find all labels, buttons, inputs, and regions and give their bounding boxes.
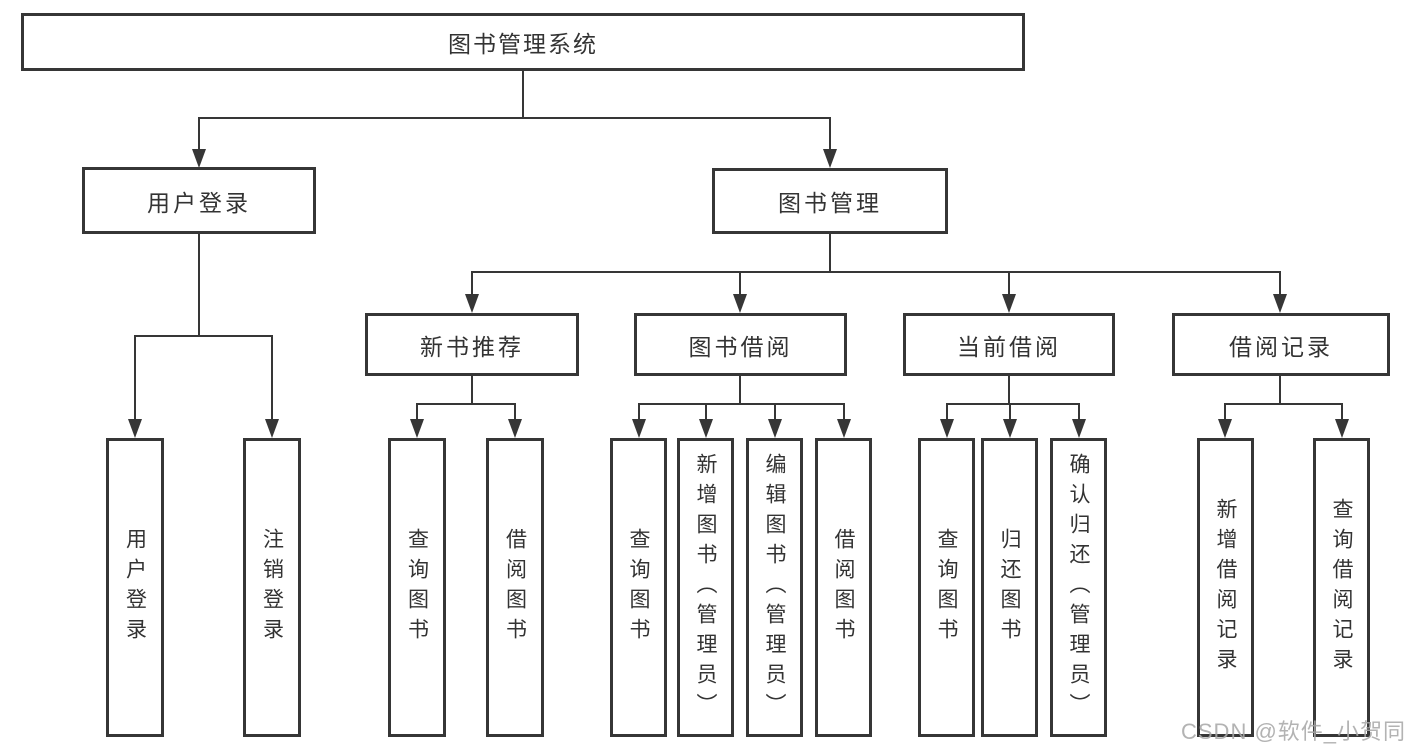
leaf-return-book: 归还图书: [981, 438, 1038, 737]
leaf-add-book-admin: 新增图书（管理员）: [677, 438, 734, 737]
node-new-book-recommend-label: 新书推荐: [420, 333, 524, 360]
leaf-add-book-admin-label: 新增图书（管理员）: [694, 452, 717, 723]
node-root-label: 图书管理系统: [448, 31, 598, 57]
node-borrow-record: 借阅记录: [1172, 313, 1390, 376]
node-book-borrow: 图书借阅: [634, 313, 847, 376]
leaf-recommend-query-books: 查询图书: [388, 438, 446, 737]
leaf-borrow-query-books-label: 查询图书: [627, 527, 650, 648]
leaf-edit-book-admin-label: 编辑图书（管理员）: [763, 452, 786, 723]
leaf-borrow-books-label: 借阅图书: [832, 527, 855, 648]
node-book-borrow-label: 图书借阅: [688, 333, 793, 360]
node-new-book-recommend: 新书推荐: [365, 313, 579, 376]
leaf-confirm-return-admin: 确认归还（管理员）: [1050, 438, 1107, 737]
leaf-current-query-books-label: 查询图书: [935, 527, 958, 648]
leaf-borrow-books: 借阅图书: [815, 438, 872, 737]
node-borrow-record-label: 借阅记录: [1229, 333, 1333, 360]
leaf-recommend-borrow-books-label: 借阅图书: [503, 527, 527, 648]
node-current-borrow-label: 当前借阅: [957, 333, 1061, 360]
node-current-borrow: 当前借阅: [903, 313, 1115, 376]
leaf-logout-label: 注销登录: [260, 527, 284, 648]
leaf-user-login-label: 用户登录: [123, 527, 147, 648]
node-book-management: 图书管理: [712, 168, 948, 234]
watermark: CSDN @软件_小贺同学: [1181, 719, 1405, 744]
leaf-logout: 注销登录: [243, 438, 301, 737]
leaf-recommend-borrow-books: 借阅图书: [486, 438, 544, 737]
leaf-query-borrow-record-label: 查询借阅记录: [1330, 497, 1353, 678]
node-user-login: 用户登录: [82, 167, 316, 234]
leaf-return-book-label: 归还图书: [998, 527, 1021, 648]
node-user-login-label: 用户登录: [147, 189, 251, 216]
leaf-borrow-query-books: 查询图书: [610, 438, 667, 737]
leaf-confirm-return-admin-label: 确认归还（管理员）: [1067, 452, 1090, 723]
leaf-query-borrow-record: 查询借阅记录: [1313, 438, 1370, 737]
node-book-management-label: 图书管理: [778, 190, 882, 216]
leaf-add-borrow-record: 新增借阅记录: [1197, 438, 1254, 737]
leaf-add-borrow-record-label: 新增借阅记录: [1214, 497, 1237, 678]
leaf-user-login: 用户登录: [106, 438, 164, 737]
leaf-current-query-books: 查询图书: [918, 438, 975, 737]
leaf-recommend-query-books-label: 查询图书: [405, 527, 429, 648]
leaf-edit-book-admin: 编辑图书（管理员）: [746, 438, 803, 737]
node-root: 图书管理系统: [21, 13, 1025, 71]
